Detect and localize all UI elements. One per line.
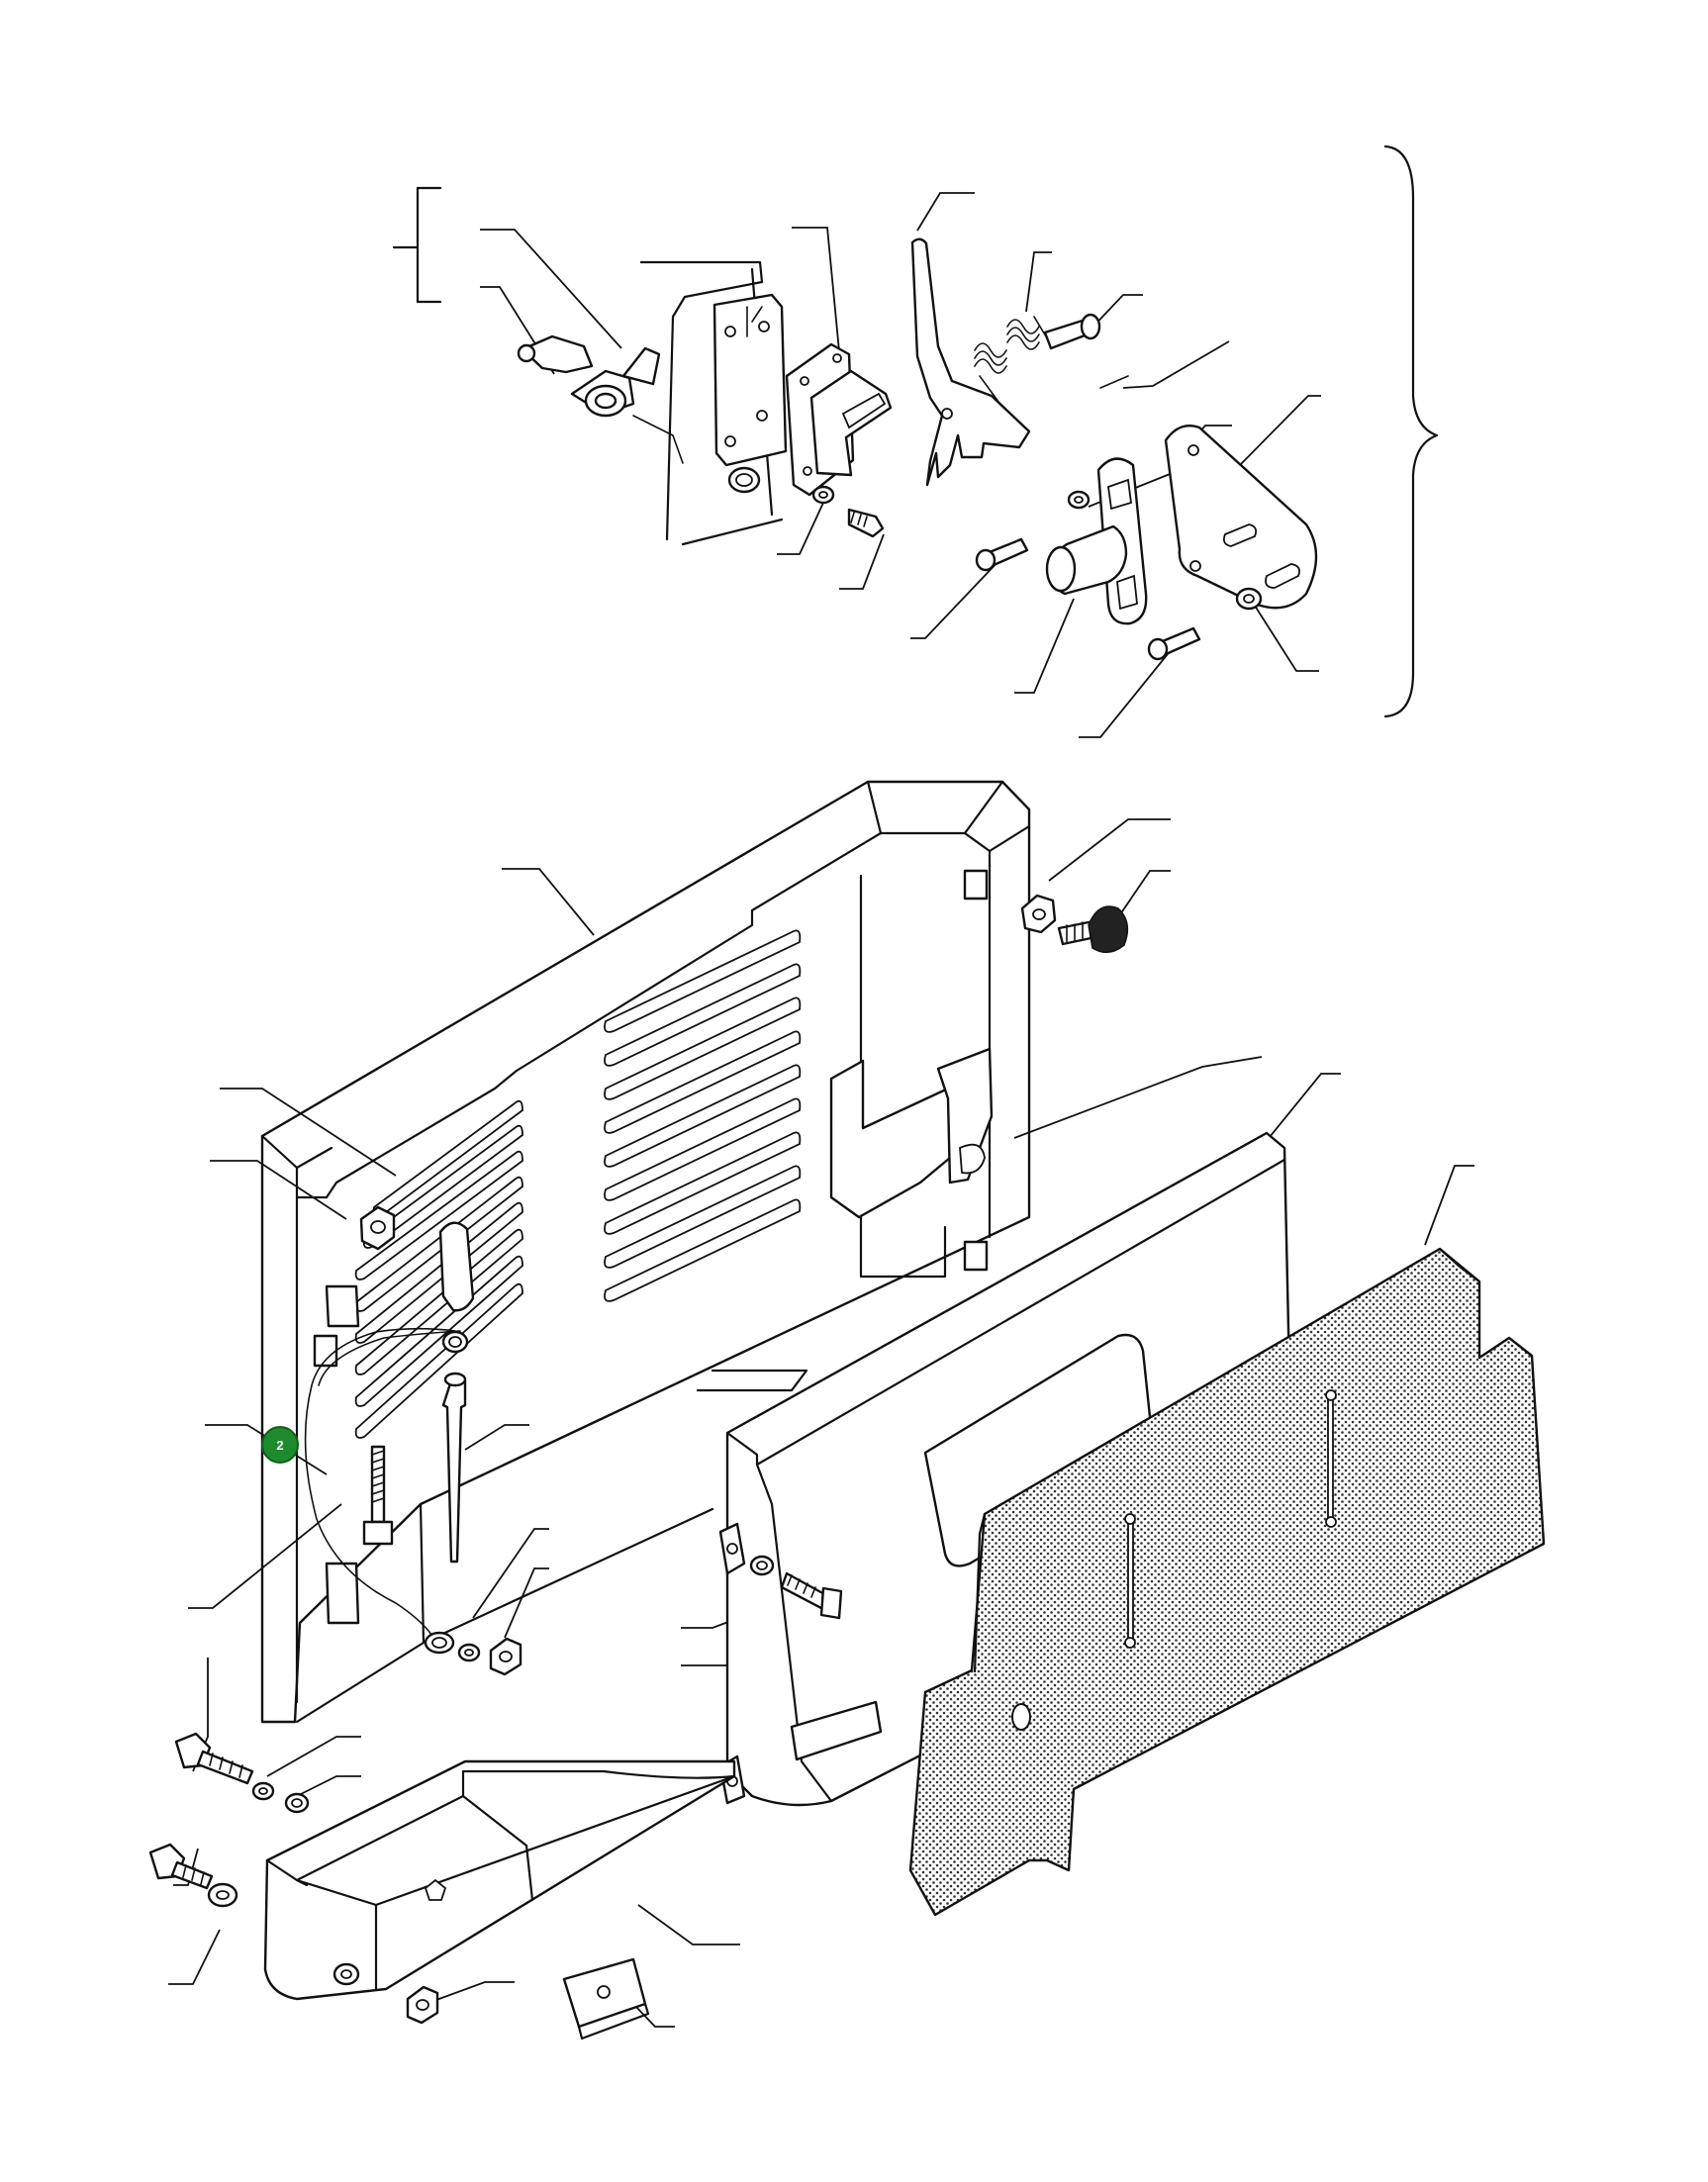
callout-hotspot-2[interactable]: 2	[261, 1426, 299, 1464]
vent-slots-right	[604, 929, 802, 1302]
striker-plate	[1045, 457, 1148, 625]
cover-assembly: 2	[148, 780, 1546, 2040]
base-channel	[263, 1759, 736, 2001]
key-lock-cylinder	[517, 334, 684, 464]
pivot-pin	[1043, 313, 1129, 389]
latch-screw-washer	[811, 485, 885, 538]
vent-slots-left	[354, 1099, 523, 1439]
latch-lever	[910, 237, 1031, 487]
knob-screw-assembly	[1020, 894, 1129, 954]
latch-assembly-detail	[392, 144, 1439, 738]
latch-bracket	[785, 342, 893, 497]
group-brace-right	[1383, 144, 1439, 718]
group-bracket-left	[392, 186, 442, 304]
tether-cable-assembly	[304, 1205, 522, 1676]
striker-fasteners	[975, 490, 1263, 661]
door-panel-fragment	[639, 260, 788, 546]
insulation-foam-panel	[908, 1247, 1546, 1917]
base-fasteners	[148, 1732, 650, 2040]
torsion-springs	[974, 316, 1050, 407]
triangular-mount-plate	[1164, 424, 1318, 610]
top-leader-lines	[480, 192, 1321, 738]
bottom-leader-lines	[168, 818, 1474, 2028]
callout-hotspot-label: 2	[276, 1438, 283, 1453]
